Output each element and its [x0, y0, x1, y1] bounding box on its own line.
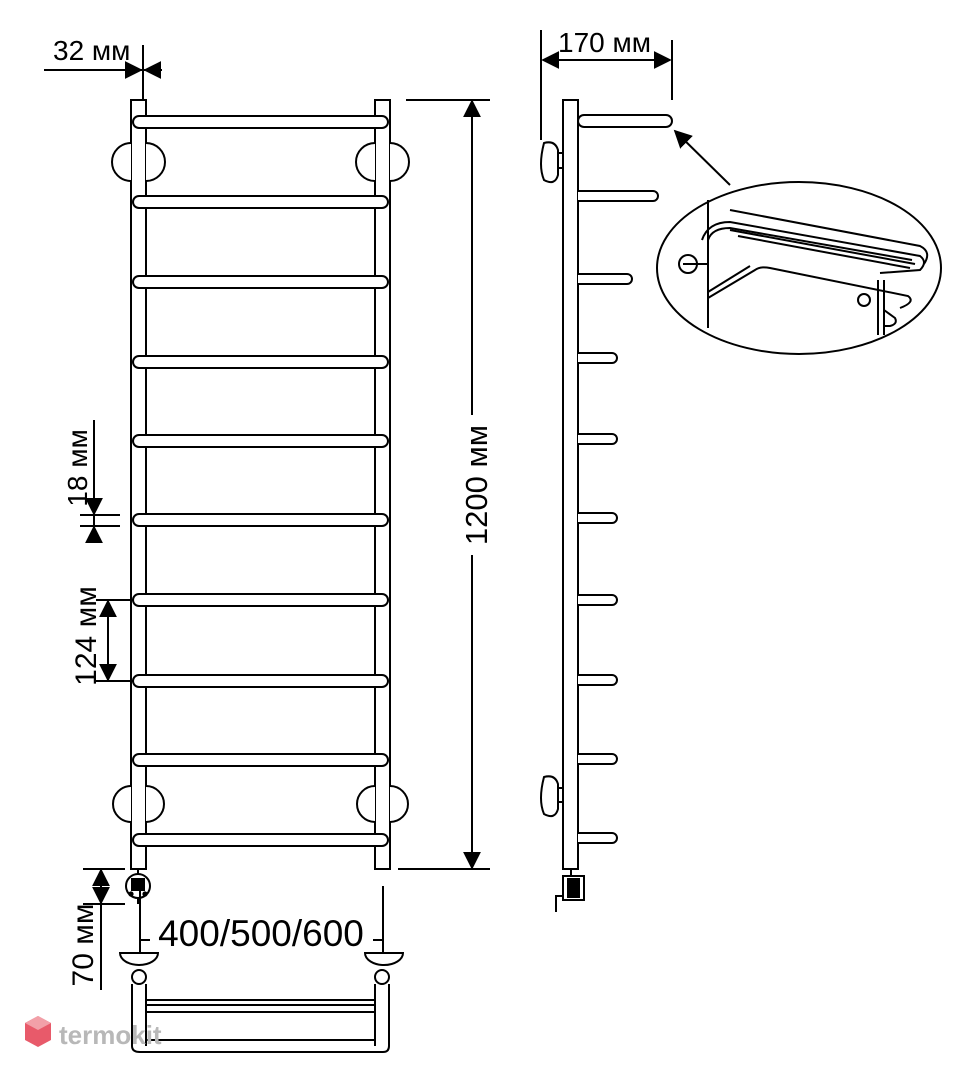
- front-rung-6: [132, 513, 389, 527]
- label-rung-diameter: 18 мм: [62, 429, 93, 506]
- front-rung-8: [132, 674, 389, 688]
- front-rung-10: [132, 833, 389, 847]
- side-rungs: [578, 190, 659, 844]
- detail-inset: [656, 181, 942, 355]
- dim-32mm: [44, 45, 162, 100]
- watermark-text: termokit: [59, 1020, 162, 1050]
- side-heater: [555, 869, 585, 912]
- watermark: termokit: [25, 1016, 162, 1050]
- front-rung-7: [132, 593, 389, 607]
- label-width: 400/500/600: [158, 913, 364, 954]
- label-rung-pitch: 124 мм: [70, 586, 103, 686]
- front-rung-1: [132, 115, 389, 129]
- label-connector-offset: 70 мм: [67, 904, 100, 987]
- side-rung-7: [578, 674, 618, 686]
- top-view: [118, 952, 405, 1053]
- front-rung-3: [132, 275, 389, 289]
- electric-heater-icon: [125, 869, 151, 904]
- side-rung-9: [578, 832, 618, 844]
- label-depth: 170 мм: [558, 27, 651, 58]
- side-rung-5: [578, 512, 618, 524]
- side-tube: [562, 99, 579, 870]
- front-rung-5: [132, 434, 389, 448]
- wall-mount-icon: [111, 142, 410, 823]
- front-view: [111, 99, 410, 904]
- side-rung-4: [578, 433, 618, 445]
- front-rung-4: [132, 355, 389, 369]
- side-rung-1: [578, 190, 659, 202]
- front-rungs: [132, 115, 389, 847]
- dim-1200mm: [398, 99, 490, 870]
- front-rung-2: [132, 195, 389, 209]
- dim-18mm: [80, 420, 120, 544]
- label-tube-spacing: 32 мм: [53, 35, 130, 66]
- side-rung-3: [578, 352, 618, 364]
- label-height: 1200 мм: [459, 425, 494, 545]
- side-view: [540, 30, 731, 912]
- dim-70mm: [83, 868, 125, 990]
- front-rung-9: [132, 753, 389, 767]
- side-bracket-bottom: [540, 775, 563, 818]
- side-rung-2: [578, 273, 633, 285]
- side-bracket-top: [540, 141, 563, 184]
- brand-logo-icon: [25, 1016, 51, 1047]
- dim-124mm: [96, 599, 133, 682]
- dim-width: [139, 886, 384, 958]
- side-rung-6: [578, 594, 618, 606]
- side-rung-8: [578, 753, 618, 765]
